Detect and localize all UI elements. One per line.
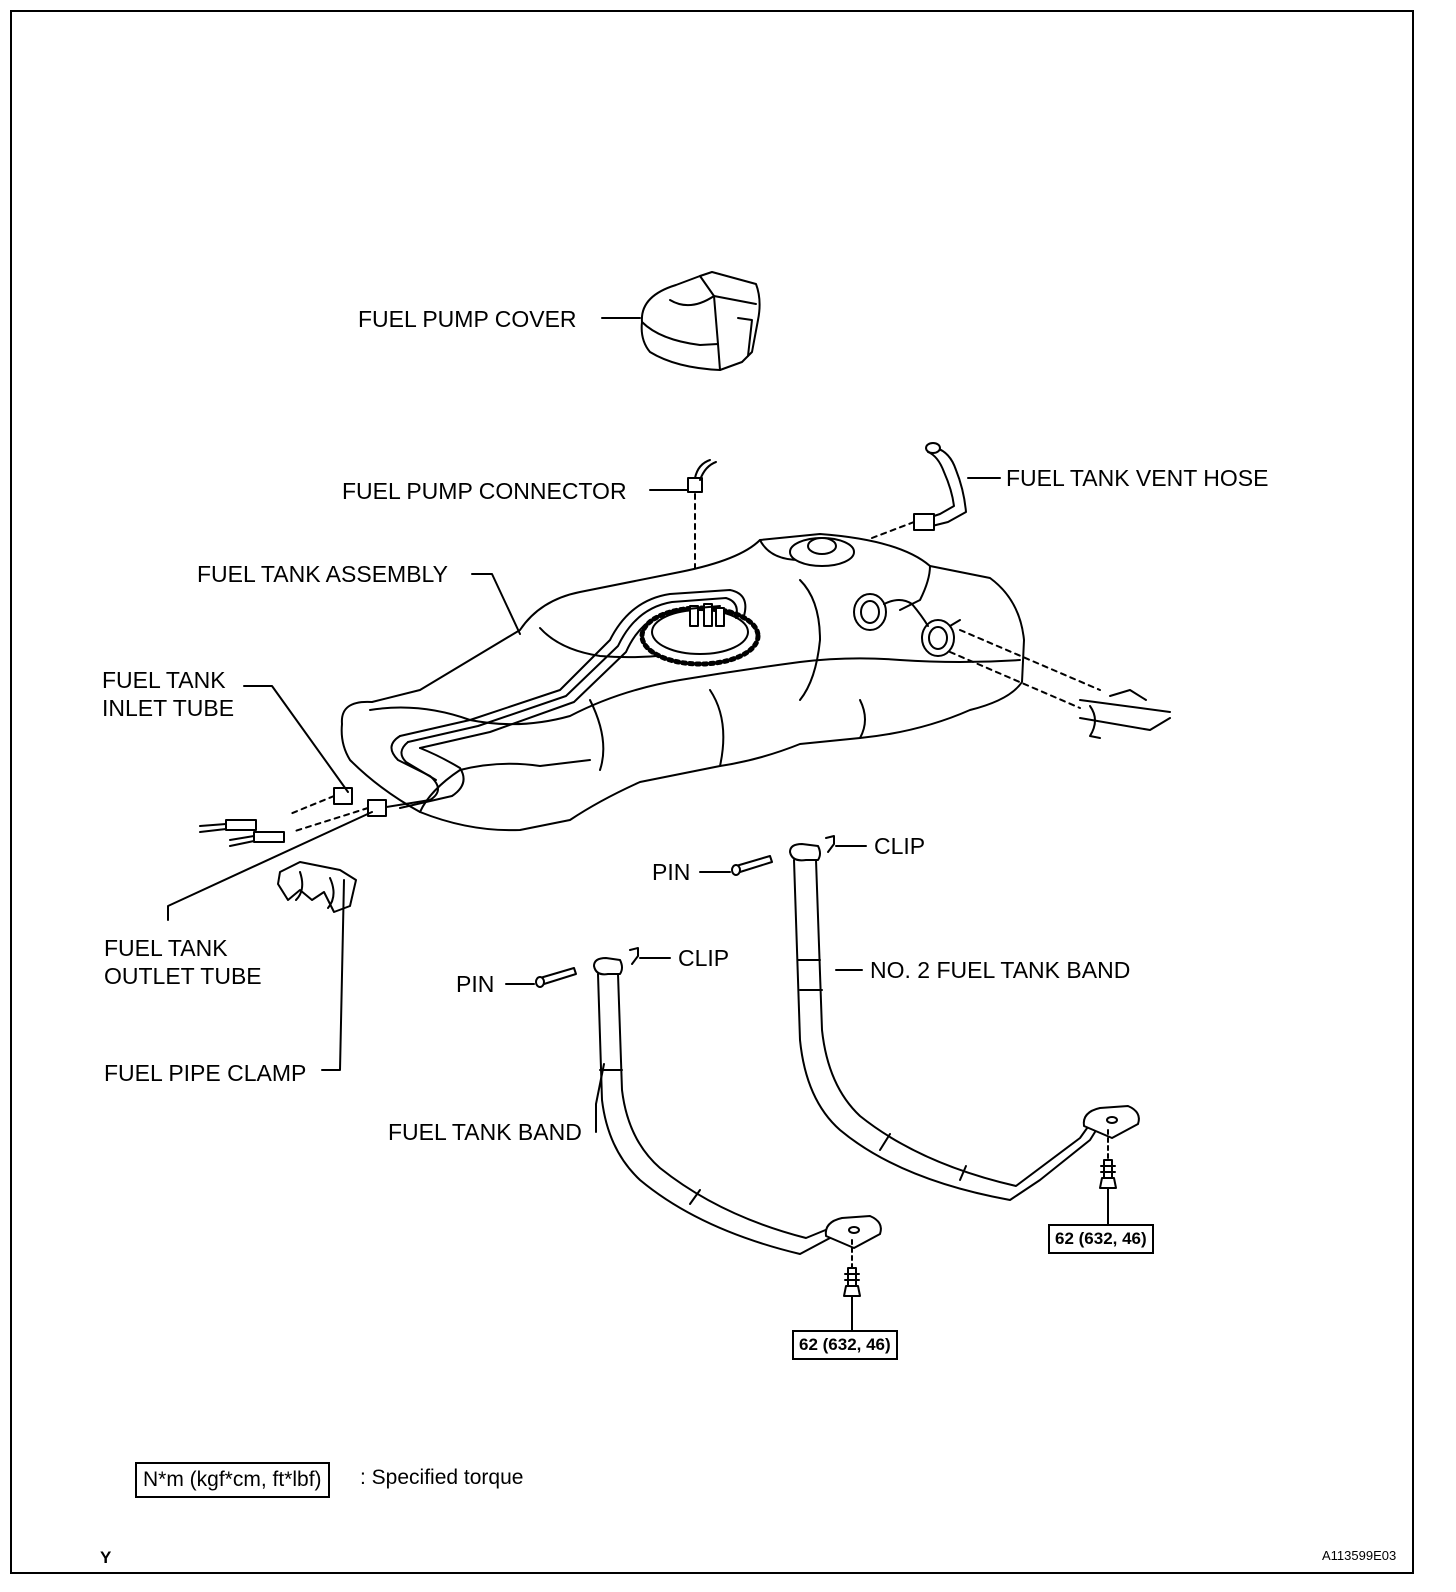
fuel-pump-cover-drawing xyxy=(640,271,761,371)
label-fuel-pump-cover: FUEL PUMP COVER xyxy=(358,306,577,332)
torque-spec-left: 62 (632, 46) xyxy=(792,1330,898,1360)
label-fuel-tank-assembly: FUEL TANK ASSEMBLY xyxy=(197,561,448,587)
no2-fuel-tank-band-drawing xyxy=(789,843,1140,1227)
upper-pin-clip-drawing xyxy=(699,835,867,971)
filler-neck-drawing xyxy=(853,593,1171,739)
footer-code: Y xyxy=(100,1548,112,1567)
fuel-lines-drawing xyxy=(379,589,747,809)
leader-inlet-tube xyxy=(243,685,349,793)
label-clip-upper: CLIP xyxy=(874,833,926,859)
label-fuel-tank-vent-hose: FUEL TANK VENT HOSE xyxy=(1006,465,1269,491)
fuel-tank-vent-hose-drawing xyxy=(871,442,967,539)
label-pin-lower: PIN xyxy=(456,971,495,997)
lower-pin-clip-drawing xyxy=(505,947,671,1133)
footer-reference-number: A113599E03 xyxy=(1322,1548,1397,1563)
label-fuel-pipe-clamp: FUEL PIPE CLAMP xyxy=(104,1060,307,1086)
label-fuel-pump-connector: FUEL PUMP CONNECTOR xyxy=(342,478,627,504)
fuel-pump-connector-drawing xyxy=(687,459,717,493)
fuel-pump-ring-drawing xyxy=(639,603,761,667)
leader-fuel-tank-assembly xyxy=(471,573,521,635)
leader-fuel-pipe-clamp xyxy=(321,879,345,1071)
legend-specified-torque: : Specified torque xyxy=(360,1466,524,1489)
leader-fuel-tank-band xyxy=(595,1063,605,1133)
label-fuel-tank-inlet-tube-line2: INLET TUBE xyxy=(102,695,235,721)
tube-fittings-drawing xyxy=(199,787,387,847)
label-clip-lower: CLIP xyxy=(678,945,730,971)
torque-spec-right: 62 (632, 46) xyxy=(1048,1224,1154,1254)
label-fuel-tank-band: FUEL TANK BAND xyxy=(388,1119,582,1145)
label-fuel-tank-outlet-tube-line1: FUEL TANK xyxy=(104,935,228,961)
fuel-tank-band-drawing xyxy=(593,957,882,1331)
label-pin-upper: PIN xyxy=(652,859,691,885)
legend-torque-units-box: N*m (kgf*cm, ft*lbf) xyxy=(135,1462,330,1498)
label-no2-fuel-tank-band: NO. 2 FUEL TANK BAND xyxy=(870,957,1131,983)
diagram-frame xyxy=(10,10,1414,1574)
label-fuel-tank-inlet-tube-line1: FUEL TANK xyxy=(102,667,226,693)
label-fuel-tank-outlet-tube-line2: OUTLET TUBE xyxy=(104,963,262,989)
leader-outlet-tube xyxy=(167,811,373,921)
fuel-pipe-clamp-drawing xyxy=(277,861,357,913)
